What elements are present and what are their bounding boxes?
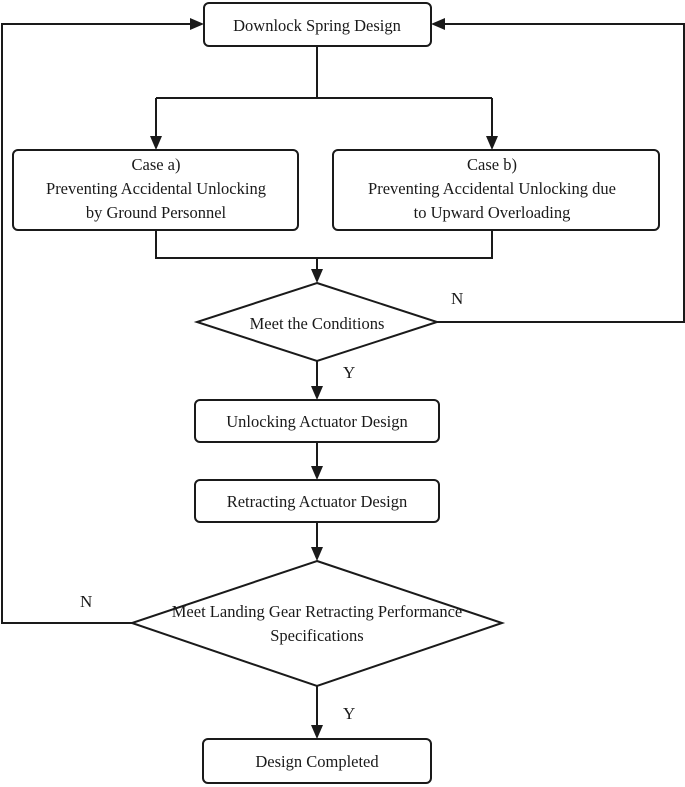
node-case-b: Case b) Preventing Accidental Unlocking … <box>332 149 660 231</box>
node-design-completed: Design Completed <box>202 738 432 784</box>
arrowhead-down <box>311 386 323 400</box>
edge-specs-no-loop: N <box>1 18 204 624</box>
arrowhead-down <box>311 269 323 283</box>
edge-retracting-to-specs <box>311 522 323 561</box>
node-downlock-spring-design: Downlock Spring Design <box>203 2 432 47</box>
node-retracting-actuator-design-label: Retracting Actuator Design <box>227 492 408 511</box>
edge-conditions-yes: Y <box>311 361 355 400</box>
arrowhead-down <box>311 466 323 480</box>
edge-cases-to-conditions <box>155 230 493 283</box>
node-case-b-line-1: Case b) <box>467 155 517 174</box>
edge-specs-yes: Y <box>311 686 355 739</box>
edge-label-specs-no: N <box>80 592 92 611</box>
edge-label-conditions-yes: Y <box>343 363 355 382</box>
arrowhead-down <box>150 136 162 150</box>
node-unlocking-actuator-design-label: Unlocking Actuator Design <box>226 412 407 431</box>
node-case-a-line-2: Preventing Accidental Unlocking <box>46 179 266 198</box>
node-design-completed-label: Design Completed <box>255 752 379 771</box>
node-case-a-line-3: by Ground Personnel <box>86 203 227 222</box>
node-retracting-actuator-design: Retracting Actuator Design <box>194 479 440 523</box>
edge-label-conditions-no: N <box>451 289 463 308</box>
node-case-a-line-1: Case a) <box>131 155 180 174</box>
node-meet-the-conditions-label: Meet the Conditions <box>250 314 385 333</box>
arrowhead-down <box>311 725 323 739</box>
node-downlock-spring-design-label: Downlock Spring Design <box>233 16 401 35</box>
node-meet-performance-specifications: Meet Landing Gear Retracting Performance… <box>128 559 506 688</box>
node-meet-the-conditions: Meet the Conditions <box>193 281 441 363</box>
arrowhead-left <box>431 18 445 30</box>
node-case-b-line-2: Preventing Accidental Unlocking due <box>368 179 616 198</box>
edge-spring-to-cases <box>150 46 498 150</box>
arrowhead-right <box>190 18 204 30</box>
node-unlocking-actuator-design: Unlocking Actuator Design <box>194 399 440 443</box>
edge-label-specs-yes: Y <box>343 704 355 723</box>
node-case-b-line-3: to Upward Overloading <box>414 203 571 222</box>
node-meet-performance-specifications-line-2: Specifications <box>270 626 363 645</box>
edge-conditions-no-loop: N <box>431 18 685 323</box>
node-meet-performance-specifications-line-1: Meet Landing Gear Retracting Performance <box>172 602 462 621</box>
arrowhead-down <box>486 136 498 150</box>
edge-unlocking-to-retracting <box>311 442 323 480</box>
node-case-a: Case a) Preventing Accidental Unlocking … <box>12 149 299 231</box>
arrowhead-down <box>311 547 323 561</box>
